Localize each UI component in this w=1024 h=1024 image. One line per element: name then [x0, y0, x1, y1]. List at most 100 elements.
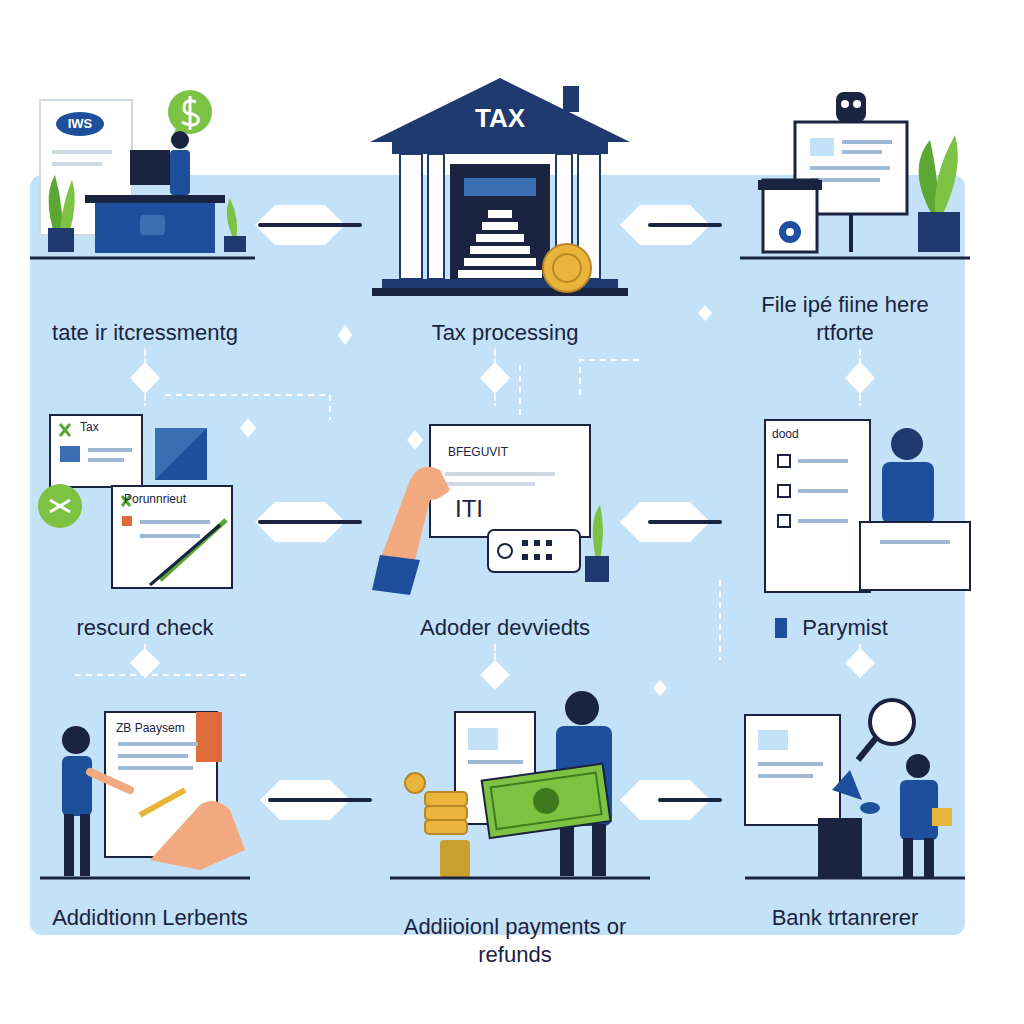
form-illustration: [860, 522, 970, 590]
money-illustration: [425, 806, 467, 820]
monitor-illustration: [853, 100, 861, 108]
background-panel: [30, 175, 965, 935]
tax-building: [543, 244, 591, 292]
process-panel: Adoder devviedts: [360, 405, 650, 645]
money-illustration: [405, 773, 425, 793]
monitor-illustration: [779, 221, 801, 243]
process-panel: tate ir itcressmentg: [30, 95, 260, 350]
bank-illustration: [758, 762, 823, 766]
dashed-guides: [75, 360, 720, 675]
money-illustration: [440, 840, 470, 878]
connector-line: [660, 798, 720, 802]
form-illustration: [798, 519, 848, 523]
money-illustration: [390, 691, 650, 878]
connector-line: [859, 350, 861, 405]
bank-illustration: [745, 877, 965, 880]
process-panel: File ipé fiine here rtforte: [720, 95, 970, 350]
form-illustration: [778, 485, 790, 497]
illustration-label: IWS: [56, 117, 104, 131]
office-illustration: [52, 162, 102, 166]
tax-building: [476, 234, 524, 242]
signing-illustration: [62, 726, 90, 754]
office-illustration: [30, 257, 255, 260]
signing-illustration: [118, 754, 188, 758]
tax-building: [400, 154, 422, 279]
tax-building: [450, 164, 550, 279]
monitor-illustration: [849, 214, 853, 252]
document-hand: [445, 482, 535, 486]
document-hand: [430, 425, 590, 537]
monitor-illustration: [918, 212, 960, 252]
signing-illustration: [62, 756, 92, 816]
tax-building: [488, 210, 512, 218]
form-illustration: [778, 455, 790, 467]
bank-illustration: [758, 730, 788, 750]
office-illustration: [52, 150, 112, 154]
monitor-illustration: [810, 138, 834, 156]
step-caption: tate ir itcressmentg: [52, 319, 238, 348]
connector-line: [494, 645, 496, 680]
bank-illustration: [903, 838, 913, 878]
monitor-illustration: [810, 166, 890, 170]
check-illustration: [122, 516, 132, 526]
tax-building: [370, 78, 630, 142]
document-hand: [488, 530, 580, 572]
money-illustration: [592, 824, 606, 876]
office-illustration: [168, 90, 212, 134]
dashed-guides: [580, 360, 640, 395]
step-caption: Addiioionl payments or refunds: [395, 913, 635, 970]
document-hand: [534, 540, 540, 546]
connector-diamonds: [130, 305, 875, 696]
process-panel: rescurd check: [30, 405, 260, 645]
bank-illustration: [932, 808, 952, 826]
tax-building: [370, 78, 630, 296]
connector-line: [650, 223, 720, 227]
check-illustration: [38, 415, 232, 588]
monitor-illustration: [842, 150, 882, 154]
tax-building: [470, 246, 530, 254]
illustration-label: Tax: [80, 421, 99, 434]
check-illustration: [140, 534, 200, 538]
illustration-label: ITI: [455, 496, 483, 522]
form-illustration: [765, 420, 870, 592]
signing-illustration: [150, 801, 245, 870]
money-illustration: [482, 764, 611, 838]
bank-illustration: [758, 774, 813, 778]
tax-building: [372, 288, 628, 296]
money-illustration: [468, 728, 498, 750]
connector: [270, 800, 370, 801]
connector: [145, 645, 146, 680]
office-illustration: [56, 112, 104, 136]
office-illustration: [182, 96, 198, 130]
connector-line: [859, 645, 861, 680]
money-illustration: [482, 764, 611, 838]
illustration-label: ZB Paaysem: [116, 722, 185, 735]
document-hand: [534, 554, 540, 560]
process-panel: Addidtionn Lerbents: [30, 680, 270, 935]
process-panel: Addiioionl payments or refunds: [370, 680, 660, 972]
signing-illustration: [90, 772, 130, 790]
dashed-guides: [719, 580, 721, 660]
tax-building: [482, 222, 518, 230]
office-illustration: [95, 203, 215, 253]
connector-diamonds: [698, 305, 712, 321]
step-caption: File ipé fiine here rtforte: [758, 291, 933, 348]
bank-illustration: [745, 715, 840, 825]
dashed-guides: [165, 395, 330, 420]
process-panel: Parymist: [720, 405, 970, 645]
form-illustration: [882, 462, 934, 524]
step-caption: Addidtionn Lerbents: [52, 904, 248, 933]
monitor-illustration: [758, 180, 822, 190]
signing-illustration: [118, 766, 193, 770]
connector-line: [144, 350, 146, 405]
monitor-illustration: [836, 92, 866, 122]
connector-diamonds: [653, 680, 667, 696]
check-illustration: [50, 415, 142, 487]
money-illustration: [425, 792, 467, 806]
tax-building: [464, 178, 536, 196]
connector: [495, 350, 496, 405]
step-caption: rescurd check: [77, 614, 214, 643]
dashed-guides: [519, 360, 521, 415]
